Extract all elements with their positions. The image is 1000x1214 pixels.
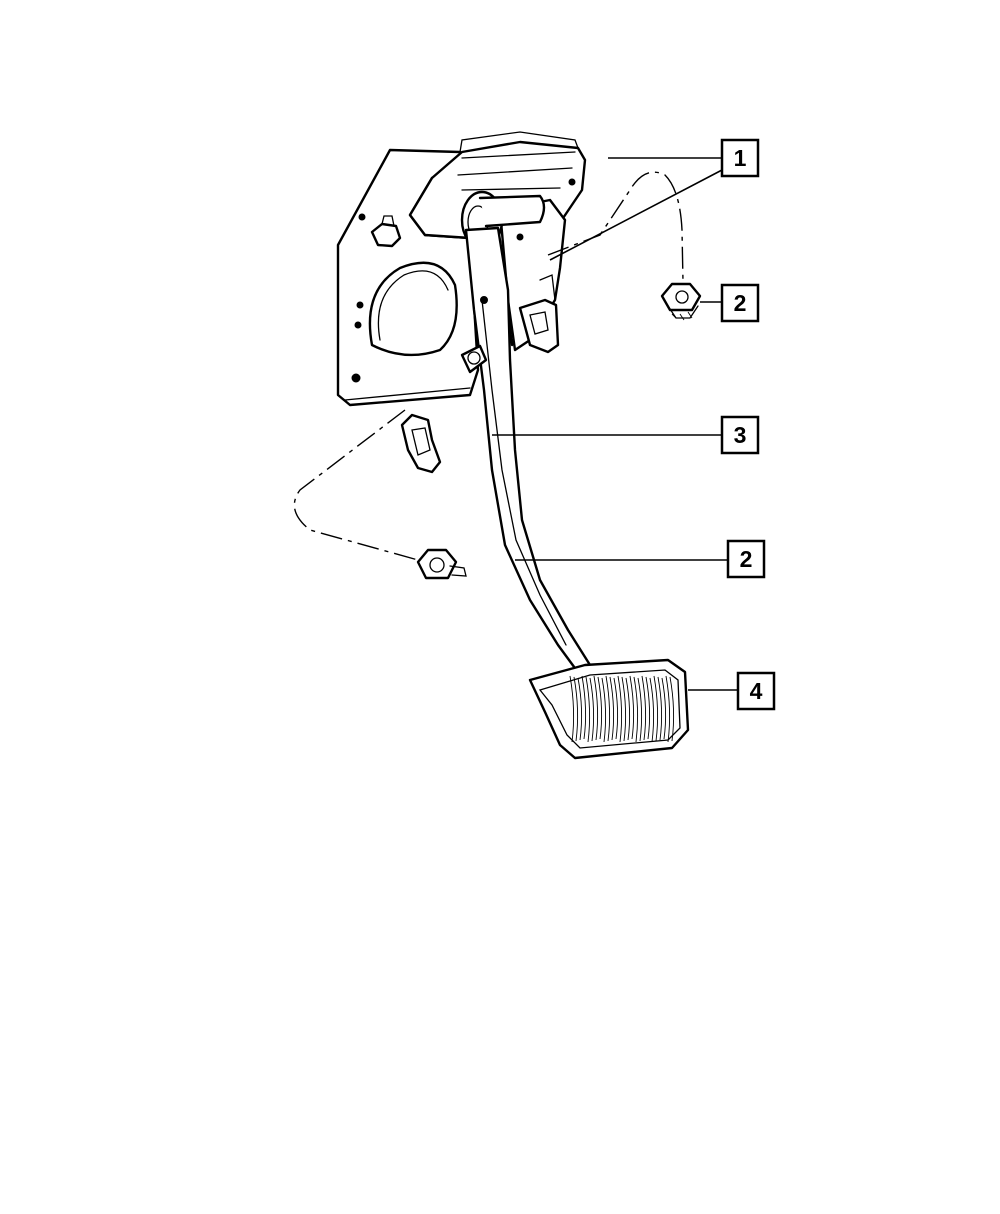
callout-1-label: 1 [734,145,747,171]
callout-3: 3 [720,415,760,455]
pedal-pad-tread [569,675,675,743]
callout-1: 1 [720,138,760,178]
callout-2-upper: 2 [720,283,760,323]
hex-nut-lower [416,548,467,580]
hex-nut-upper [660,282,702,321]
pedal-support-bracket [336,131,587,407]
callout-3-label: 3 [734,422,747,448]
callout-4: 4 [736,671,776,711]
assembly-phantom-lines [293,171,684,561]
retainer-clip [400,413,442,474]
callout-4-label: 4 [750,678,763,704]
callout-2-lower-label: 2 [740,546,753,572]
pedal-pad [528,658,690,760]
pedal-arm [460,190,592,677]
leader-lines [492,157,738,691]
callout-2-lower: 2 [726,539,766,579]
callout-2-upper-label: 2 [734,290,747,316]
